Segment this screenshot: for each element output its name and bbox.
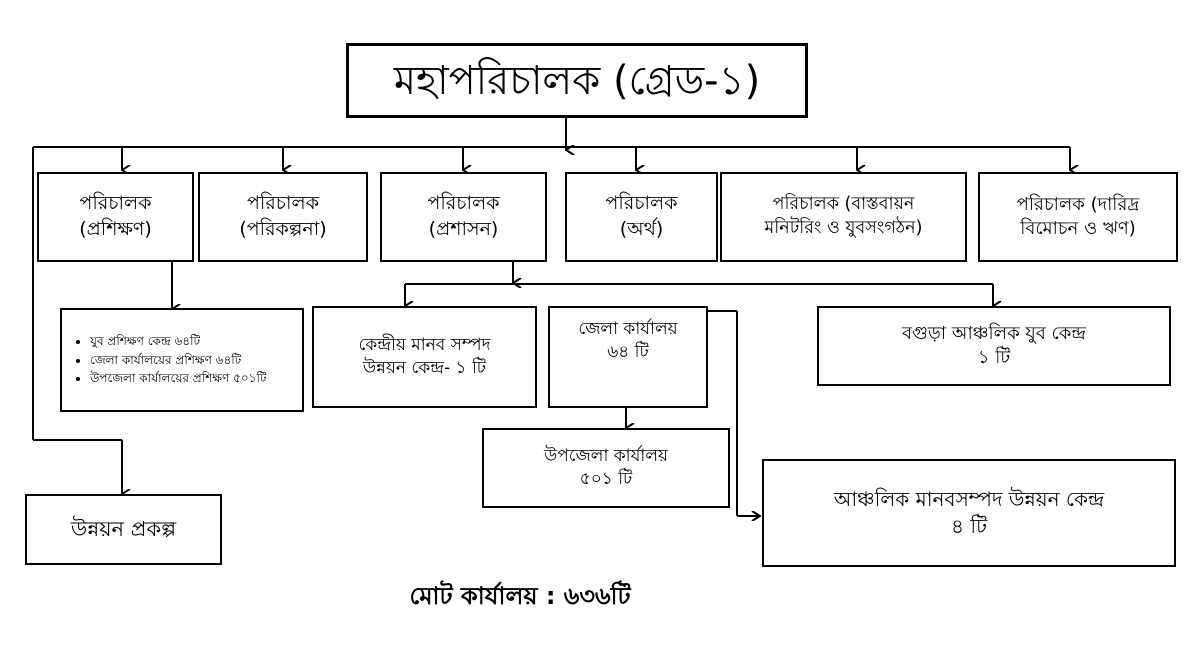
total-offices-label: মোট কার্যালয় : ৬৩৬টি [409,582,631,610]
director-planning-line1: পরিচালক [247,192,319,215]
upazila-office-line1: উপজেলা কার্যালয় [543,446,669,467]
training-centers-box: যুব প্রশিক্ষণ কেন্দ্র ৬৪টি জেলা কার্যালয… [60,308,304,412]
director-implementation-line1: পরিচালক (বাস্তবায়ন [772,194,915,215]
regional-hrd-box: আঞ্চলিক মানবসম্পদ উন্নয়ন কেন্দ্র ৪ টি [762,459,1176,567]
training-item-youth: যুব প্রশিক্ষণ কেন্দ্র ৬৪টি [90,332,266,351]
district-office-box: জেলা কার্যালয় ৬৪ টি [548,306,708,408]
regional-hrd-line1: আঞ্চলিক মানবসম্পদ উন্নয়ন কেন্দ্র [833,487,1105,511]
director-implementation-line2: মনিটরিং ও যুবসংগঠন) [764,218,923,238]
director-planning-box: পরিচালক (পরিকল্পনা) [198,172,368,262]
central-hrd-box: কেন্দ্রীয় মানব সম্পদ উন্নয়ন কেন্দ্র- ১… [312,306,537,408]
upazila-office-line2: ৫০১ টি [579,469,633,489]
director-general-title: মহাপরিচালক (গ্রেড-১) [393,57,761,104]
bogura-line1: বগুড়া আঞ্চলিক যুব কেন্দ্র [902,322,1086,344]
central-hrd-line2: উন্নয়ন কেন্দ্র- ১ টি [362,358,487,378]
upazila-office-box: উপজেলা কার্যালয় ৫০১ টি [482,428,730,508]
director-poverty-line1: পরিচালক (দারিদ্র [1016,193,1140,215]
regional-hrd-line2: ৪ টি [951,514,987,538]
district-office-line2: ৬৪ টি [607,341,649,362]
director-poverty-box: পরিচালক (দারিদ্র বিমোচন ও ঋণ) [978,172,1178,262]
training-item-district: জেলা কার্যালয়ের প্রশিক্ষণ ৬৪টি [90,351,266,370]
director-finance-box: পরিচালক (অর্থ) [565,172,718,262]
director-training-line1: পরিচালক [79,192,152,215]
director-implementation-box: পরিচালক (বাস্তবায়ন মনিটরিং ও যুবসংগঠন) [720,172,967,262]
director-poverty-line2: বিমোচন ও ঋণ) [1020,218,1136,239]
director-training-box: পরিচালক (প্রশিক্ষণ) [37,172,194,262]
training-centers-list: যুব প্রশিক্ষণ কেন্দ্র ৬৪টি জেলা কার্যালয… [62,332,266,388]
bogura-youth-center-box: বগুড়া আঞ্চলিক যুব কেন্দ্র ১ টি [817,306,1171,386]
director-admin-line1: পরিচালক [427,192,500,215]
director-admin-box: পরিচালক (প্রশাসন) [380,172,547,262]
director-planning-line2: (পরিকল্পনা) [239,218,327,240]
bogura-line2: ১ টি [977,347,1011,368]
central-hrd-line1: কেন্দ্রীয় মানব সম্পদ [358,335,491,356]
director-finance-line2: (অর্থ) [619,218,664,240]
development-project-label: উন্নয়ন প্রকল্প [70,517,177,542]
director-finance-line1: পরিচালক [605,192,678,215]
training-item-upazila: উপজেলা কার্যালয়ের প্রশিক্ষণ ৫০১টি [90,369,266,388]
director-training-line2: (প্রশিক্ষণ) [79,218,152,240]
director-general-box: মহাপরিচালক (গ্রেড-১) [346,43,808,118]
development-project-box: উন্নয়ন প্রকল্প [25,494,222,565]
district-office-line1: জেলা কার্যালয় [578,319,678,339]
director-admin-line2: (প্রশাসন) [428,218,499,240]
